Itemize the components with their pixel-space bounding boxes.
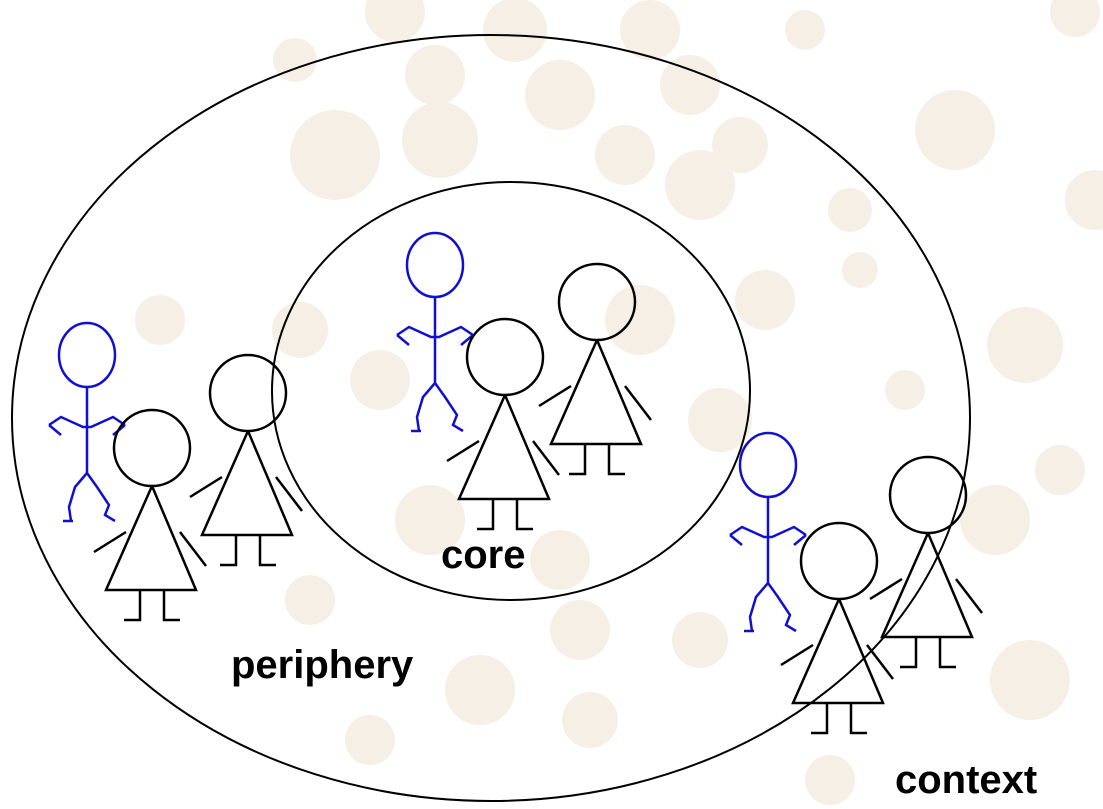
center-figure-group — [395, 231, 653, 531]
periphery-label: periphery — [231, 643, 414, 687]
adult-figure-center-front — [445, 317, 561, 531]
child-figure-center — [395, 231, 475, 433]
child-figure-left — [47, 321, 127, 523]
right-figure-group — [728, 431, 984, 735]
core-circle — [271, 181, 751, 601]
core-label: core — [441, 533, 526, 577]
adult-figure-right-front — [779, 521, 895, 735]
adult-figure-left-front — [92, 408, 208, 622]
adult-figure-center-back — [537, 262, 653, 476]
left-figure-group — [47, 321, 304, 622]
child-figure-right — [728, 431, 808, 633]
background-dots — [135, 0, 1103, 805]
context-label: context — [895, 758, 1037, 802]
periphery-circle — [11, 34, 971, 802]
adult-figure-right-back — [868, 455, 984, 669]
